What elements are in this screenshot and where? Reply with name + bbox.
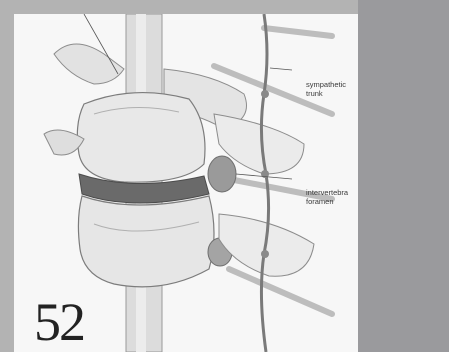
foramen-opening: [208, 156, 236, 192]
label-intervertebral-foramen: intervertebra foramen: [306, 188, 348, 206]
rod-top: [264, 28, 332, 36]
label-sympathetic-line1: sympathetic: [306, 80, 346, 89]
label-sympathetic-line2: trunk: [306, 89, 346, 98]
right-gray-panel: [358, 0, 449, 352]
lower-vertebral-body: [78, 196, 214, 287]
ganglion-3: [261, 250, 269, 258]
label-sympathetic-trunk: sympathetic trunk: [306, 80, 346, 98]
illustration-panel: sympathetic trunk intervertebra foramen …: [14, 14, 358, 352]
label-foramen-line2: foramen: [306, 197, 348, 206]
ganglion-1: [261, 90, 269, 98]
label-foramen-line1: intervertebra: [306, 188, 348, 197]
page-number: 52: [34, 292, 84, 352]
upper-process: [54, 44, 124, 84]
leader-sympathetic: [270, 68, 292, 70]
upper-vertebral-body: [77, 93, 205, 183]
